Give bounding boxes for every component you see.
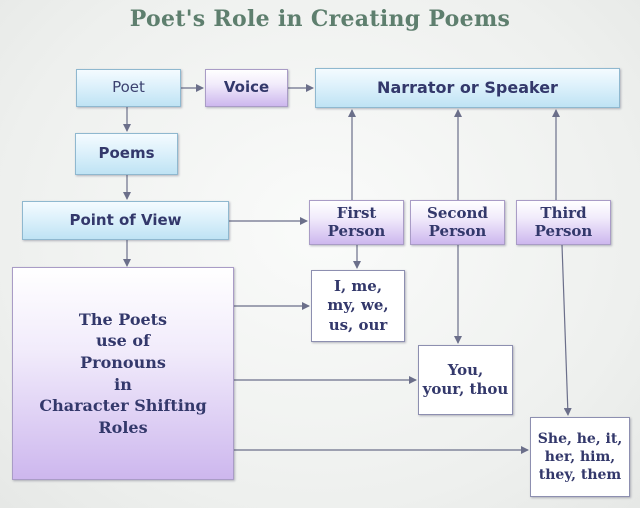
- third-pronouns-line-1: She, he, it,: [537, 430, 623, 447]
- node-pronoun-roles: The Poets use of Pronouns in Character S…: [12, 267, 234, 480]
- third-pronouns-line-3: they, them: [538, 467, 622, 484]
- first-pronouns-line-3: us, our: [328, 315, 388, 334]
- third-pronouns-line-2: her, him,: [544, 448, 616, 465]
- node-second-person-pronouns: You, your, thou: [418, 345, 513, 415]
- node-point-of-view: Point of View: [22, 201, 229, 240]
- third-person-line-2: Person: [534, 221, 593, 240]
- node-first-person-pronouns: I, me, my, we, us, our: [311, 270, 405, 342]
- pronoun-roles-line-1: The Poets: [78, 309, 168, 329]
- first-pronouns-line-1: I, me,: [333, 276, 383, 295]
- node-narrator-label: Narrator or Speaker: [377, 77, 558, 97]
- node-voice: Voice: [205, 69, 288, 107]
- node-poet-label: Poet: [112, 78, 145, 97]
- node-poet: Poet: [76, 69, 181, 107]
- node-second-person: Second Person: [410, 200, 505, 245]
- second-pronouns-line-1: You,: [447, 360, 484, 379]
- second-person-line-2: Person: [428, 221, 487, 240]
- pronoun-roles-line-6: Roles: [98, 417, 148, 437]
- arrow-third-person-pronouns: [561, 244, 572, 416]
- second-pronouns-line-2: your, thou: [422, 380, 509, 398]
- third-person-line-1: Third: [540, 204, 587, 223]
- node-poems: Poems: [75, 133, 178, 175]
- pronoun-roles-line-4: in: [114, 374, 132, 394]
- first-person-line-2: Person: [327, 221, 386, 240]
- node-third-person-pronouns: She, he, it, her, him, they, them: [530, 417, 630, 497]
- node-narrator: Narrator or Speaker: [315, 68, 620, 108]
- second-person-line-1: Second: [427, 204, 488, 223]
- pronoun-roles-line-2: use of: [96, 331, 150, 351]
- first-pronouns-line-2: my, we,: [327, 296, 389, 315]
- node-poems-label: Poems: [98, 144, 155, 163]
- pronoun-roles-line-5: Character Shifting: [39, 396, 207, 416]
- node-first-person: First Person: [309, 200, 404, 245]
- first-person-line-1: First: [336, 204, 377, 223]
- diagram-title: Poet's Role in Creating Poems: [129, 6, 511, 32]
- node-point-of-view-label: Point of View: [69, 210, 182, 229]
- pronoun-roles-line-3: Pronouns: [80, 352, 166, 372]
- node-third-person: Third Person: [516, 200, 611, 245]
- node-voice-label: Voice: [223, 78, 270, 97]
